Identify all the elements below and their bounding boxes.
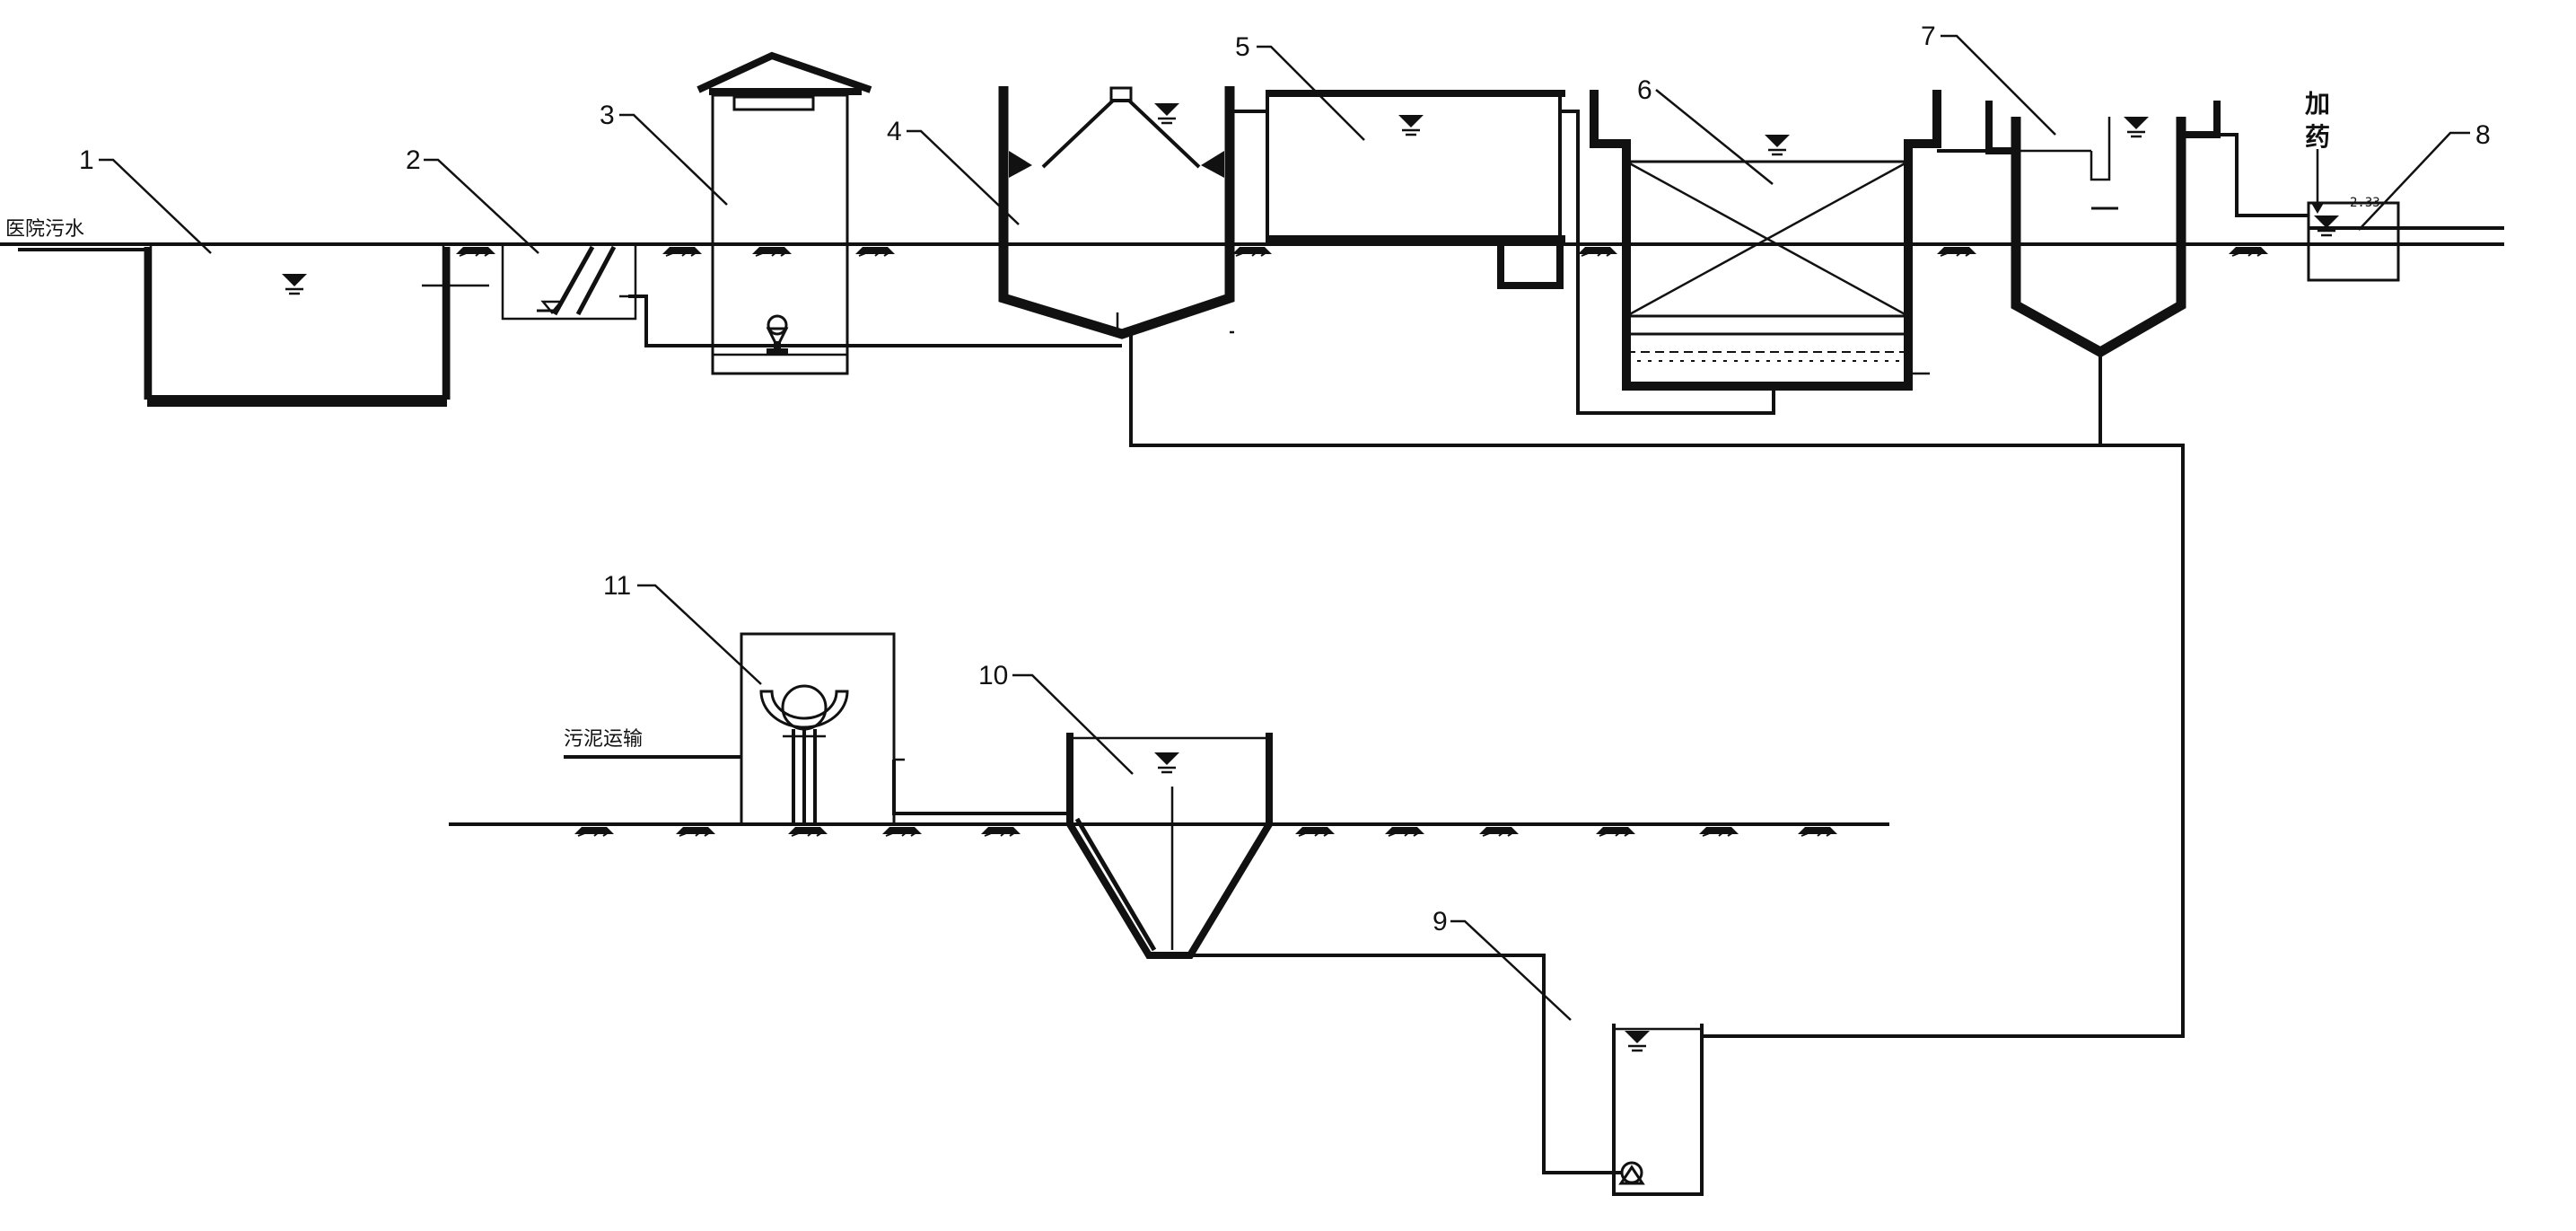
dosing-label-char-1: 加 [2305,89,2330,119]
label-8: 8 [2475,120,2491,150]
sludge-transport-label: 污泥运输 [564,728,643,751]
label-4: 4 [887,117,902,146]
unit-3-pump-house [697,51,872,375]
unit-1-tank [144,242,451,407]
label-10: 10 [978,661,1008,690]
unit-6-biofilter [1590,90,1941,391]
unit-8-disinfection: 加 药 2.33 [2305,89,2504,282]
hospital-sewage-label: 医院污水 [5,218,84,241]
unit-2-grille-well [422,244,642,321]
unit-5-tank [1266,90,1565,289]
level-reading: 2.33 [2350,196,2380,210]
label-3: 3 [600,101,615,130]
label-5: 5 [1235,32,1250,62]
label-11: 11 [603,571,631,601]
dosing-label-char-2: 药 [2305,122,2330,152]
ground-hatch-lower [574,826,1838,837]
pipe-network [18,110,2309,1174]
label-2: 2 [406,145,421,175]
label-7: 7 [1921,22,1936,51]
unit-9-sludge-well [1612,1024,1704,1196]
unit-7-settling [1985,101,2221,358]
unit-10-thickener [1066,733,1273,959]
label-9: 9 [1433,907,1448,936]
label-1: 1 [79,145,94,175]
ground-hatch-upper [455,246,2269,257]
unit-11-filter-press [740,632,905,826]
unit-4-tank [998,86,1235,339]
label-6: 6 [1637,75,1652,105]
callouts: 1 2 3 4 5 6 7 8 9 10 11 [79,22,2491,1021]
